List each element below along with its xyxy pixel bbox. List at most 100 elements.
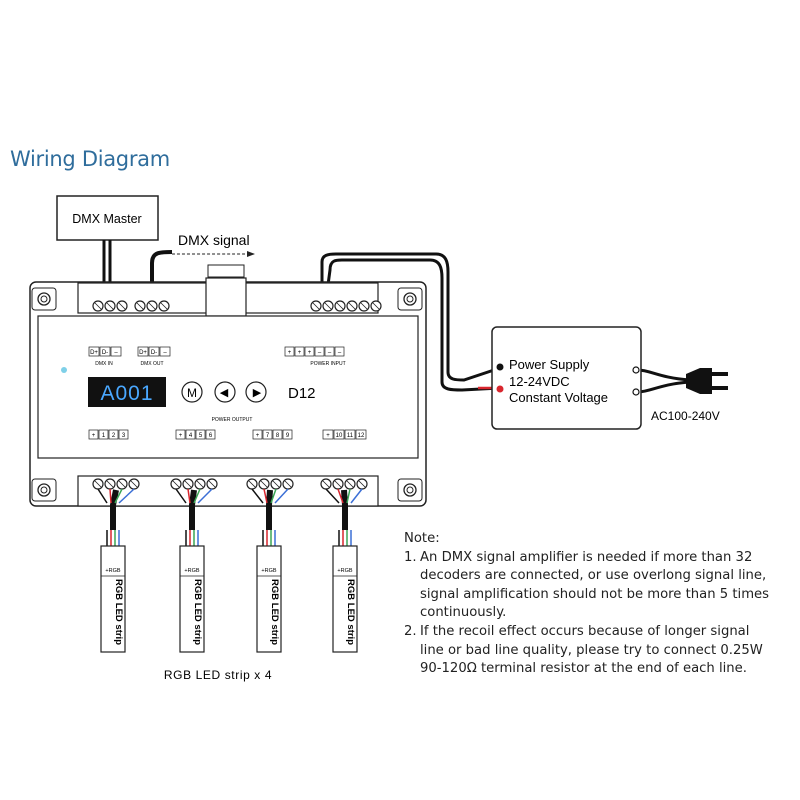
notes-section: Note: 1.An DMX signal amplifier is neede… [404,530,770,679]
decoder-device: A001 M ◀ ▶ D12 DMX IN DMX OUT POWER INPU… [29,264,427,507]
svg-text:–: – [338,350,342,356]
pin-label: D- [148,346,160,357]
power-output-label: POWER OUTPUT [212,417,253,423]
svg-text:+: + [92,433,96,439]
pin-label: 5 [195,429,206,440]
svg-text:4: 4 [189,433,193,439]
power-supply-box: Power Supply 12-24VDC Constant Voltage [491,326,642,430]
ac-plug-wires [637,368,691,394]
pin-label: D+ [88,346,100,357]
note-text: If the recoil effect occurs because of l… [420,623,763,677]
terminal-screw [322,300,334,312]
terminal-screw [346,300,358,312]
dmx-master-label: DMX Master [72,212,141,226]
pin-label: + [322,429,334,440]
pin-label: D+ [137,346,149,357]
pin-label: 2 [108,429,119,440]
terminal-screw [158,300,170,312]
dmx-out-label: DMX OUT [140,361,163,367]
terminal-screw [320,478,332,490]
svg-text:5: 5 [199,433,203,439]
terminal-screw [116,478,128,490]
note-number: 2. [404,623,417,639]
svg-text:–: – [163,350,167,356]
svg-text:2: 2 [112,433,116,439]
terminal-screw [194,478,206,490]
terminal-screw [170,478,182,490]
pin-label: 1 [98,429,109,440]
terminal-screw [270,478,282,490]
svg-text:D+: D+ [139,350,147,356]
svg-text:+: + [288,350,292,356]
dmx-master-box: DMX Master [56,195,159,241]
pin-label: + [88,429,99,440]
svg-text:–: – [318,350,322,356]
note-text: An DMX signal amplifier is needed if mor… [420,549,770,621]
pin-label: – [334,346,345,357]
pin-label: + [294,346,305,357]
svg-text:+: + [308,350,312,356]
terminal-screw [358,300,370,312]
terminal-screw [116,300,128,312]
strip-label: RGB LED strip [269,579,280,645]
terminal-screw [104,478,116,490]
led-display-text: A001 [100,382,153,405]
pin-label: 4 [185,429,196,440]
strip-pin-label: +RGB [105,568,120,574]
mode-button[interactable]: M [181,381,203,403]
pin-label: 12 [355,429,367,440]
pin-label: 10 [333,429,345,440]
power-supply-line-3: Constant Voltage [509,390,608,405]
terminal-screw [344,478,356,490]
strip-pin-label: +RGB [184,568,199,574]
pin-label: – [159,346,171,357]
power-supply-line-2: 12-24VDC [509,374,570,389]
svg-text:9: 9 [286,433,290,439]
terminal-screw [128,478,140,490]
svg-text:+: + [298,350,302,356]
terminal-screw [134,300,146,312]
device-model: D12 [288,385,316,402]
svg-text:6: 6 [209,433,213,439]
mode-button-label: M [187,386,197,400]
pin-label: 3 [118,429,129,440]
terminal-screw [258,478,270,490]
svg-text:11: 11 [347,433,354,439]
left-arrow-icon: ◀ [220,387,229,399]
strip-pin-label: +RGB [337,568,352,574]
pin-label: – [314,346,325,357]
terminal-screw [246,478,258,490]
led-strip: +RGB RGB LED strip [325,488,363,653]
right-button[interactable]: ▶ [245,381,267,403]
pin-label: – [324,346,335,357]
left-button[interactable]: ◀ [214,381,236,403]
svg-text:+: + [256,433,260,439]
right-arrow-icon: ▶ [253,387,262,399]
led-display [88,377,166,407]
terminal-screw [92,478,104,490]
svg-text:+: + [179,433,183,439]
dmx-in-label: DMX IN [95,361,113,367]
strip-pin-label: +RGB [261,568,276,574]
ac-voltage-label: AC100-240V [651,409,720,423]
note-number: 1. [404,549,417,565]
terminal-screw [310,300,322,312]
svg-text:D-: D- [102,350,108,356]
pin-label: + [175,429,186,440]
terminal-screw [146,300,158,312]
svg-text:–: – [114,350,118,356]
terminal-screw [92,300,104,312]
pin-label: 8 [272,429,283,440]
dmx-signal-label: DMX signal [178,232,250,248]
notes-heading: Note: [404,531,440,546]
ac-plug-icon [686,368,728,394]
pin-label: – [110,346,122,357]
strip-label: RGB LED strip [345,579,356,645]
notes-list: 1.An DMX signal amplifier is needed if m… [404,549,770,679]
svg-text:10: 10 [336,433,343,439]
